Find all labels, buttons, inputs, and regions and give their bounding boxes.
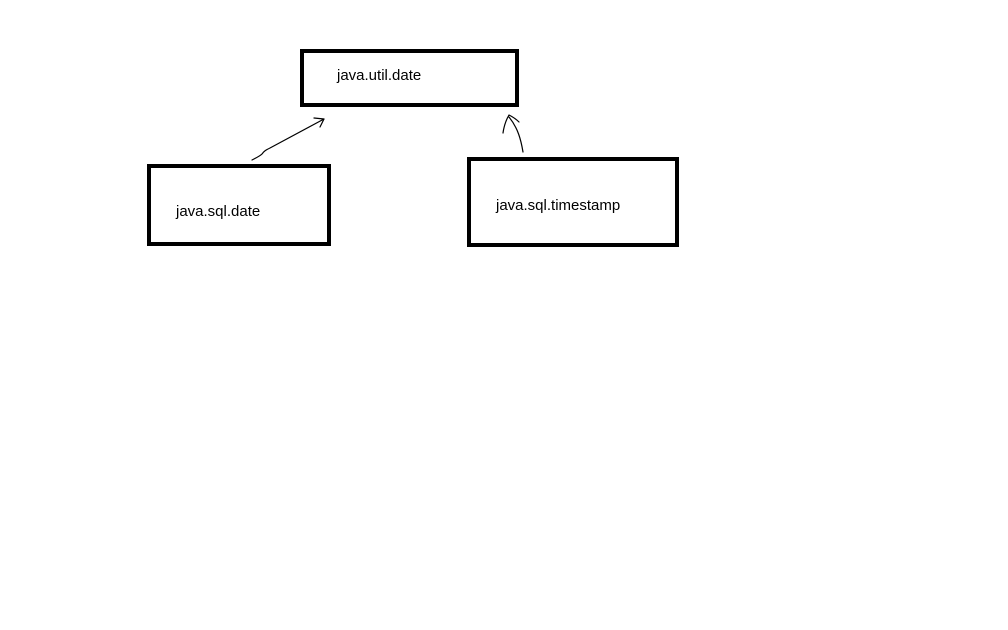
node-label: java.util.date <box>337 67 422 84</box>
arrow-head-icon <box>502 114 520 134</box>
arrow-sqldate-to-utildate <box>251 117 325 161</box>
arrow-line <box>508 116 524 153</box>
arrow-timestamp-to-utildate <box>502 114 524 153</box>
arrow-head-icon <box>313 117 325 128</box>
node-java-sql-date: java.sql.date <box>147 164 331 246</box>
node-java-util-date: java.util.date <box>300 49 519 107</box>
arrow-line <box>251 118 325 161</box>
node-java-sql-timestamp: java.sql.timestamp <box>467 157 679 247</box>
node-label: java.sql.timestamp <box>496 197 621 214</box>
node-label: java.sql.date <box>176 203 261 220</box>
